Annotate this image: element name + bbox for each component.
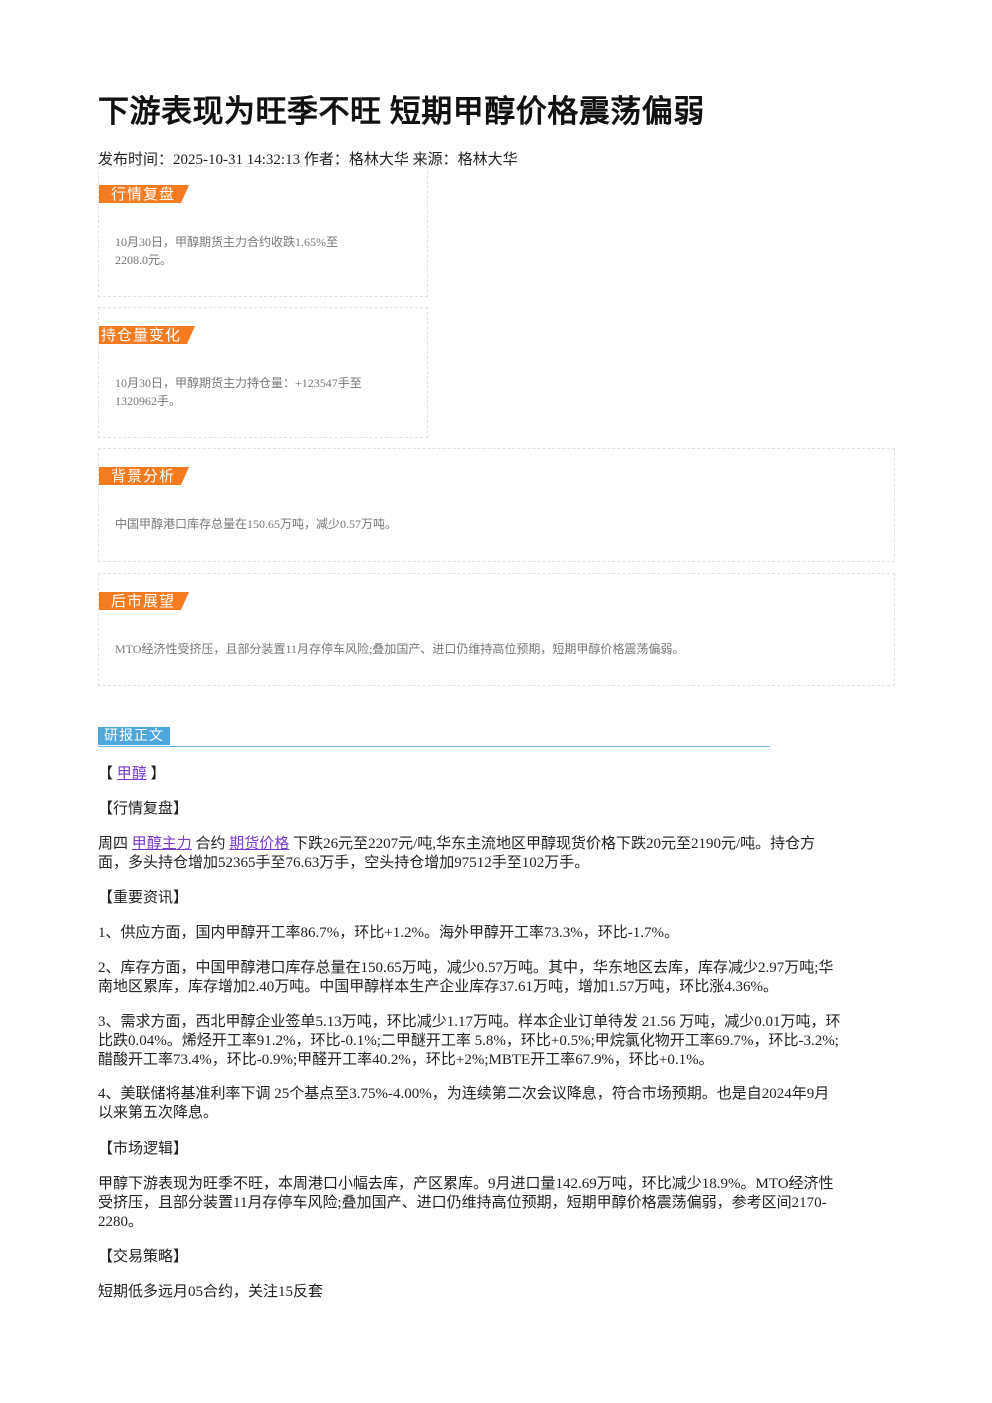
review-paragraph: 周四 甲醇主力 合约 期货价格 下跌26元至2207元/吨,华东主流地区甲醇现货… [98, 836, 816, 871]
heading-strategy: 【交易策略】 [98, 1249, 189, 1265]
keyword-line: 【 甲醇 】 [98, 766, 166, 782]
logic-paragraph: 甲醇下游表现为旺季不旺，本周港口小幅去库，产区累库。9月进口量142.69万吨，… [98, 1176, 834, 1230]
summary-box-review: 行情复盘 10月30日，甲醇期货主力合约收跌1.65%至 2208.0元。 [98, 166, 428, 297]
summary-box-position: 持仓量变化 10月30日，甲醇期货主力持仓量：+123547手至 1320962… [98, 307, 428, 438]
outlook-summary: MTO经济性受挤压，且部分装置11月存停车风险;叠加国产、进口仍维持高位预期，短… [115, 642, 685, 656]
keyword-link-methanol[interactable]: 甲醇 [116, 766, 147, 782]
report-body-header: 研报正文 [98, 727, 770, 747]
heading-logic: 【市场逻辑】 [98, 1141, 189, 1157]
link-methanol-main[interactable]: 甲醇主力 [131, 836, 192, 852]
news-item-2: 2、库存方面，中国甲醇港口库存总量在150.65万吨，减少0.57万吨。其中，华… [98, 960, 834, 995]
heading-review: 【行情复盘】 [98, 801, 189, 817]
summary-box-outlook: 后市展望 MTO经济性受挤压，且部分装置11月存停车风险;叠加国产、进口仍维持高… [98, 573, 895, 686]
tag-background: 背景分析 [99, 467, 189, 485]
tag-position: 持仓量变化 [99, 326, 195, 344]
report-body-tag: 研报正文 [98, 727, 170, 745]
summary-box-background: 背景分析 中国甲醇港口库存总量在150.65万吨，减少0.57万吨。 [98, 448, 895, 562]
background-summary: 中国甲醇港口库存总量在150.65万吨，减少0.57万吨。 [115, 517, 398, 531]
tag-review: 行情复盘 [99, 185, 189, 203]
strategy-paragraph: 短期低多远月05合约，关注15反套 [98, 1284, 324, 1300]
publish-meta: 发布时间：2025-10-31 14:32:13 作者：格林大华 来源：格林大华 [98, 152, 518, 168]
heading-news: 【重要资讯】 [98, 890, 189, 906]
link-futures-price[interactable]: 期货价格 [229, 836, 290, 852]
news-item-4: 4、美联储将基准利率下调 25个基点至3.75%-4.00%，为连续第二次会议降… [98, 1086, 830, 1121]
news-item-1: 1、供应方面，国内甲醇开工率86.7%，环比+1.2%。海外甲醇开工率73.3%… [98, 925, 679, 941]
position-summary: 10月30日，甲醇期货主力持仓量：+123547手至 1320962手。 [115, 376, 362, 408]
tag-outlook: 后市展望 [99, 592, 189, 610]
review-summary: 10月30日，甲醇期货主力合约收跌1.65%至 2208.0元。 [115, 235, 338, 267]
page-title: 下游表现为旺季不旺 短期甲醇价格震荡偏弱 [98, 94, 705, 129]
news-item-3: 3、需求方面，西北甲醇企业签单5.13万吨，环比减少1.17万吨。样本企业订单待… [98, 1014, 841, 1068]
